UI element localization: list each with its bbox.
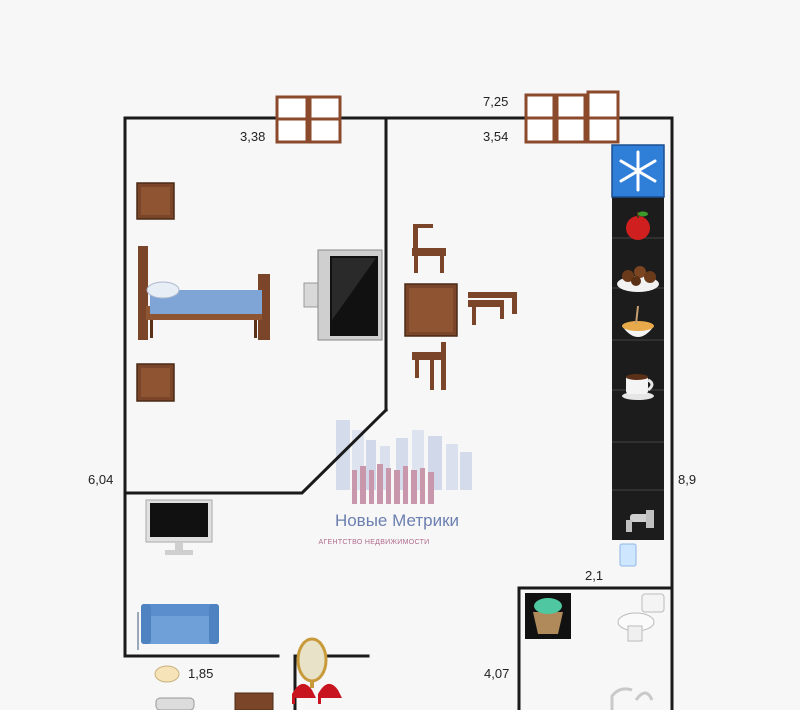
shower-icon bbox=[610, 687, 654, 710]
sofa-icon bbox=[137, 604, 219, 683]
noodles-icon bbox=[622, 305, 654, 337]
dim-kitchen-bottom: 2,1 bbox=[585, 568, 603, 583]
nightstand-icon bbox=[136, 182, 175, 220]
bedroom-bottom-wall bbox=[123, 407, 389, 495]
watermark-logo bbox=[336, 420, 472, 504]
monitor-icon bbox=[145, 499, 213, 555]
freezer-icon bbox=[611, 144, 665, 198]
kitchen-counter bbox=[612, 196, 664, 540]
watermark-tagline: АГЕНТСТВО НЕДВИЖИМОСТИ bbox=[318, 539, 429, 546]
tv-icon bbox=[303, 249, 383, 341]
bed-icon bbox=[138, 246, 270, 340]
meatballs-icon bbox=[617, 266, 659, 292]
toilet-icon bbox=[617, 593, 665, 642]
mirror-icon bbox=[296, 637, 328, 688]
apple-icon bbox=[626, 211, 650, 240]
hall-cabinet bbox=[155, 692, 274, 710]
coffee-icon bbox=[622, 374, 654, 400]
window-icon bbox=[275, 95, 342, 144]
dim-kitchen-window: 3,54 bbox=[483, 129, 508, 144]
dim-left-wall: 6,04 bbox=[88, 472, 113, 487]
chair-icon bbox=[412, 342, 446, 390]
dim-bathroom: 4,07 bbox=[484, 666, 509, 681]
chair-icon bbox=[468, 292, 517, 325]
chair-icon bbox=[412, 224, 446, 273]
faucet-icon bbox=[619, 510, 654, 567]
dim-hall: 1,85 bbox=[188, 666, 213, 681]
dim-kitchen-top: 7,25 bbox=[483, 94, 508, 109]
dim-right-wall: 8,9 bbox=[678, 472, 696, 487]
window-icon bbox=[524, 90, 620, 144]
table-icon bbox=[404, 283, 458, 337]
nightstand-icon bbox=[136, 363, 175, 402]
dim-bedroom-window: 3,38 bbox=[240, 129, 265, 144]
heels-icon bbox=[292, 683, 342, 704]
laundry-basket-icon bbox=[525, 593, 571, 639]
watermark-brand: Новые Метрики bbox=[335, 511, 459, 530]
